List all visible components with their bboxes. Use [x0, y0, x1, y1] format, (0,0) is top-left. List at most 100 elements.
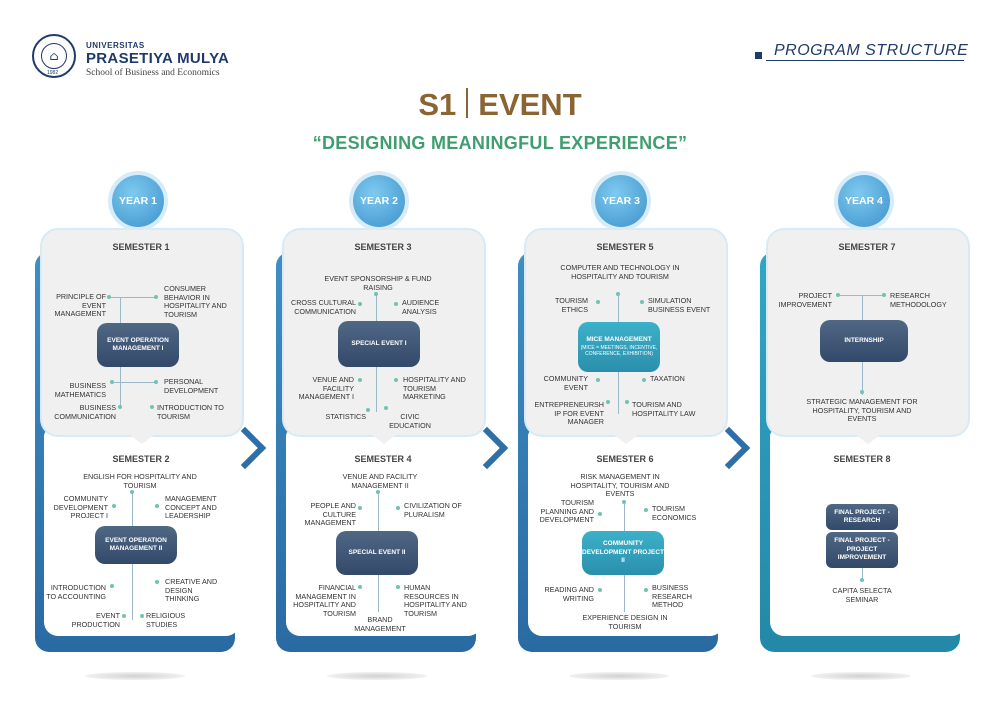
course-label: BUSINESS MATHEMATICS	[54, 381, 106, 399]
semester-8-title: SEMESTER 8	[833, 454, 891, 464]
course-label: TOURISM PLANNING AND DEVELOPMENT	[539, 498, 594, 525]
course-dot	[882, 293, 886, 297]
course-label: COMMUNITY DEVELOPMENT PROJECT I	[53, 494, 108, 521]
semester-2-title: SEMESTER 2	[112, 454, 170, 464]
semester-5-title: SEMESTER 5	[596, 242, 654, 252]
course-dot	[622, 500, 626, 504]
course-dot	[358, 506, 362, 510]
course-label: ENGLISH FOR HOSPITALITY AND TOURISM	[83, 472, 197, 490]
course-label: TOURISM ECONOMICS	[652, 504, 697, 522]
title-separator	[466, 88, 469, 118]
course-label: CONSUMER BEHAVIOR IN HOSPITALITY AND TOU…	[164, 284, 227, 319]
course-dot	[358, 302, 362, 306]
course-label: TOURISM ETHICS	[554, 296, 588, 314]
course-label: AUDIENCE ANALYSIS	[402, 298, 440, 316]
course-label: PRINCIPLE OF EVENT MANAGEMENT	[54, 292, 106, 319]
course-label: RELIGIOUS STUDIES	[146, 611, 186, 629]
course-dot	[606, 400, 610, 404]
core-course-subtitle: (MICE = MEETINGS, INCENTIVE, CONFERENCE,…	[580, 344, 658, 358]
course-label: VENUE AND FACILITY MANAGEMENT I	[298, 375, 354, 402]
course-dot	[376, 490, 380, 494]
program-structure-underline	[766, 60, 964, 61]
course-dot	[596, 300, 600, 304]
connector-line	[838, 295, 884, 296]
title-program: EVENT	[478, 87, 582, 122]
course-label: EVENT PRODUCTION	[71, 611, 120, 629]
course-dot	[394, 378, 398, 382]
course-dot	[366, 408, 370, 412]
course-label: PERSONAL DEVELOPMENT	[164, 377, 219, 395]
logo-year: 1982	[47, 70, 59, 76]
program-structure-marker	[755, 52, 762, 59]
university-logo: ⌂	[32, 34, 76, 78]
course-label: TAXATION	[650, 374, 685, 383]
course-label: ENTREPRENEURSH IP FOR EVENT MANAGER	[534, 400, 605, 427]
course-dot	[860, 390, 864, 394]
semester-4-core-course: SPECIAL EVENT II	[336, 531, 418, 575]
course-label: STRATEGIC MANAGEMENT FOR HOSPITALITY, TO…	[806, 397, 918, 424]
course-dot	[642, 378, 646, 382]
course-label: CREATIVE AND DESIGN THINKING	[165, 577, 218, 604]
panel-shadow	[569, 672, 669, 680]
course-label: BRAND MANAGEMENT	[354, 615, 406, 633]
course-dot	[644, 508, 648, 512]
course-label: BUSINESS RESEARCH METHOD	[652, 583, 692, 610]
course-dot	[155, 580, 159, 584]
panel-shadow	[85, 672, 185, 680]
course-dot	[155, 504, 159, 508]
semester-1-title: SEMESTER 1	[112, 242, 170, 252]
panel-shadow	[327, 672, 427, 680]
course-label: CAPITA SELECTA SEMINAR	[832, 586, 892, 604]
semester-7-core-course: INTERNSHIP	[820, 320, 908, 362]
course-label: CIVILIZATION OF PLURALISM	[404, 501, 462, 519]
page-subtitle: “DESIGNING MEANINGFUL EXPERIENCE”	[312, 133, 688, 153]
course-label: HOSPITALITY AND TOURISM MARKETING	[403, 375, 466, 402]
semester-7-title: SEMESTER 7	[838, 242, 896, 252]
semester-6-title: SEMESTER 6	[596, 454, 654, 464]
course-label: VENUE AND FACILITY MANAGEMENT II	[342, 472, 418, 490]
course-dot	[836, 293, 840, 297]
semester-4-title: SEMESTER 4	[354, 454, 412, 464]
course-dot	[860, 578, 864, 582]
semester-3-notch	[372, 435, 396, 444]
course-label: CROSS CULTURAL COMMUNICATION	[291, 298, 356, 316]
course-label: COMPUTER AND TECHNOLOGY IN HOSPITALITY A…	[560, 263, 680, 281]
connector-line	[108, 297, 154, 298]
page-title: S1 EVENT	[0, 87, 1000, 123]
course-label: PROJECT IMPROVEMENT	[778, 291, 832, 309]
university-name: PRASETIYA MULYA	[86, 50, 230, 67]
semester-7-notch	[856, 435, 880, 444]
year-1-badge: YEAR 1	[112, 175, 164, 227]
semester-3-core-course: SPECIAL EVENT I	[338, 321, 420, 367]
course-dot	[122, 614, 126, 618]
panel-shadow	[811, 672, 911, 680]
semester-8-core-course-project: FINAL PROJECT - PROJECT IMPROVEMENT	[826, 532, 898, 568]
core-course-title: MICE MANAGEMENT	[586, 336, 652, 344]
course-label: BUSINESS COMMUNICATION	[54, 403, 116, 421]
course-label: CIVIC EDUCATION	[389, 412, 431, 430]
course-label: RISK MANAGEMENT IN HOSPITALITY, TOURISM …	[570, 472, 670, 499]
course-dot	[640, 300, 644, 304]
semester-1-core-course: EVENT OPERATION MANAGEMENT I	[97, 323, 179, 367]
course-dot	[130, 490, 134, 494]
course-dot	[598, 588, 602, 592]
logo-emblem-icon: ⌂	[41, 43, 67, 69]
course-label: COMMUNITY EVENT	[543, 374, 588, 392]
university-label: UNIVERSITAS	[86, 41, 145, 50]
semester-1-notch	[130, 435, 154, 444]
semester-3-title: SEMESTER 3	[354, 242, 412, 252]
program-structure-title: PROGRAM STRUCTURE	[774, 42, 969, 59]
course-dot	[625, 400, 629, 404]
connector-line	[862, 568, 863, 582]
semester-8-core-course-research: FINAL PROJECT - RESEARCH	[826, 504, 898, 530]
year-4-badge: YEAR 4	[838, 175, 890, 227]
course-dot	[396, 506, 400, 510]
course-dot	[358, 378, 362, 382]
course-label: INTRODUCTION TO ACCOUNTING	[46, 583, 106, 601]
course-dot	[396, 585, 400, 589]
course-dot	[112, 504, 116, 508]
semester-6-core-course: COMMUNITY DEVELOPMENT PROJECT II	[582, 531, 664, 575]
course-dot	[140, 614, 144, 618]
title-degree: S1	[418, 87, 457, 122]
course-label: PEOPLE AND CULTURE MANAGEMENT	[304, 501, 356, 528]
